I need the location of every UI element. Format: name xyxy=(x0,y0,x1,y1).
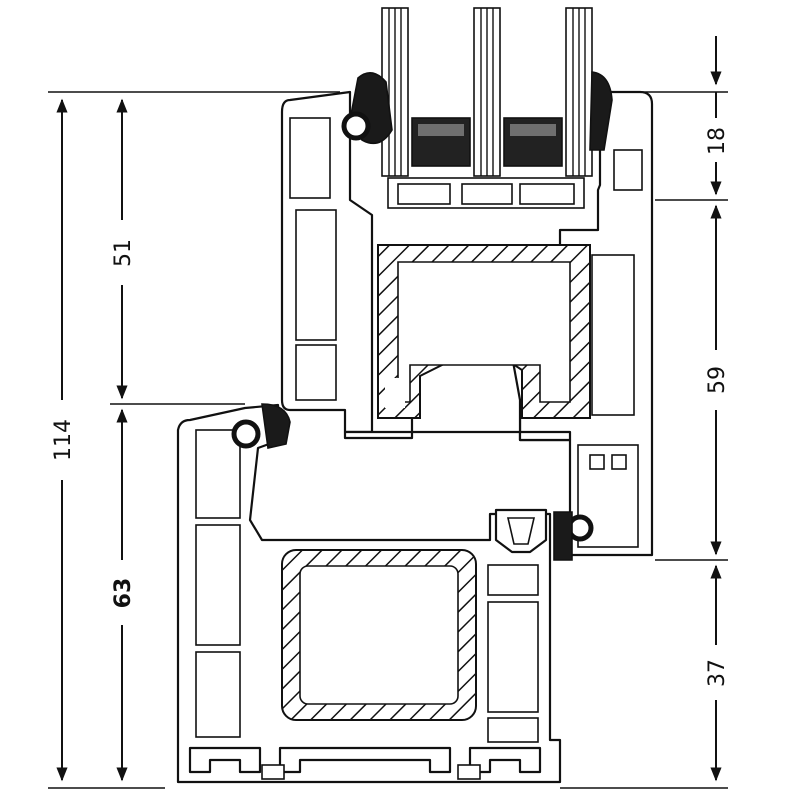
spacer-bar-left xyxy=(411,117,471,167)
gasket-seal-middle-left xyxy=(231,419,261,449)
dimension-left-total: 114 xyxy=(48,91,340,789)
spacer-bar-right xyxy=(503,117,563,167)
dimension-right-rebate: 18 xyxy=(610,36,730,201)
dim-label-59: 59 xyxy=(705,366,730,394)
dim-label-114: 114 xyxy=(51,419,76,461)
dim-label-18: 18 xyxy=(705,127,730,155)
dim-label-37: 37 xyxy=(705,659,730,687)
dimension-right-frame: 37 xyxy=(560,564,730,789)
frame-steel-reinforcement xyxy=(281,549,477,721)
gasket-seal-top-left xyxy=(341,111,371,141)
triple-glazing-unit xyxy=(381,7,593,209)
dim-label-63: 63 xyxy=(111,578,136,609)
dimension-left-sash: 51 xyxy=(111,98,136,400)
dim-label-51: 51 xyxy=(111,239,136,267)
gaskets xyxy=(231,71,613,561)
dimension-right-sash: 59 xyxy=(655,204,730,561)
dimension-left-frame: 63 xyxy=(110,403,245,782)
sash-steel-reinforcement xyxy=(377,244,591,419)
